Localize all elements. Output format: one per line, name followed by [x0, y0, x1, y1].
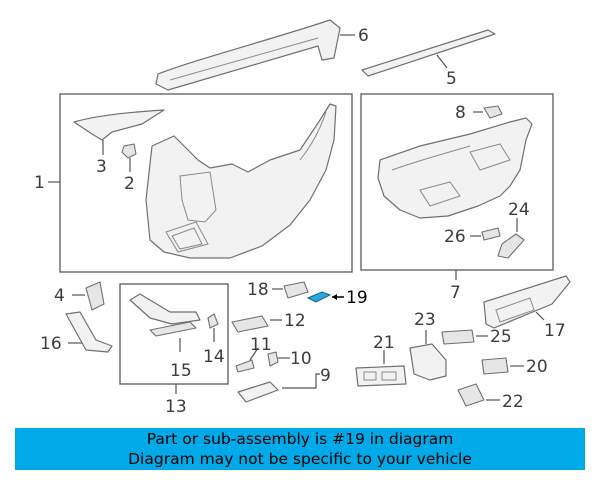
callout-20: 20: [526, 357, 548, 377]
info-banner: Part or sub-assembly is #19 in diagram D…: [15, 428, 585, 470]
callout-21: 21: [373, 333, 395, 353]
callout-11: 11: [250, 335, 272, 355]
group-box-1: [59, 93, 353, 273]
part-20-switch: 20: [481, 357, 548, 377]
box-13-bracket: 15 14: [129, 293, 225, 381]
callout-26: 26: [444, 227, 466, 247]
part-6-upper-garnish: 6: [155, 19, 369, 91]
callout-14: 14: [203, 347, 225, 367]
part-16-garnish: 16: [40, 311, 113, 354]
part-24-switch-bezel: 24: [497, 200, 530, 259]
callout-3: 3: [96, 157, 107, 177]
callout-8: 8: [455, 103, 466, 123]
callout-10: 10: [290, 349, 312, 369]
part-26-cover: 26: [444, 227, 501, 247]
part-21-switch: 21: [355, 333, 407, 387]
part-5-belt-molding: 5: [361, 29, 496, 89]
part-3-bracket: 3: [73, 109, 165, 177]
group-box-7: [360, 93, 554, 271]
callout-2: 2: [124, 174, 135, 194]
callout-18: 18: [247, 280, 269, 300]
part-2-clip: 2: [121, 143, 137, 194]
callout-6: 6: [358, 26, 369, 46]
callout-9: 9: [320, 366, 331, 386]
callout-17: 17: [544, 321, 566, 341]
callout-7: 7: [450, 283, 461, 303]
callout-15: 15: [170, 361, 192, 381]
callout-12: 12: [284, 311, 306, 331]
callout-24: 24: [508, 200, 530, 220]
callout-1: 1: [34, 173, 45, 193]
callout-22: 22: [502, 392, 524, 412]
banner-line-1: Part or sub-assembly is #19 in diagram: [146, 430, 454, 448]
rear-door-trim-panel: [377, 117, 533, 219]
callout-5: 5: [446, 69, 457, 89]
part-22-switch: 22: [457, 383, 524, 412]
callout-19: 19: [346, 288, 368, 308]
callout-4: 4: [54, 286, 65, 306]
part-19-highlighted: 19: [306, 288, 368, 308]
callout-23: 23: [414, 310, 436, 330]
banner-line-2: Diagram may not be specific to your vehi…: [128, 450, 472, 468]
group-box-13: [119, 283, 229, 385]
front-door-trim-panel: [145, 103, 337, 259]
part-8-clip: 8: [455, 103, 503, 123]
parts-diagram: 6 5 1 3 2 7 8: [34, 19, 571, 417]
part-11-10-9-group: 11 10 9: [235, 335, 331, 403]
callout-25: 25: [490, 327, 512, 347]
part-23-switch: 23: [409, 310, 447, 381]
part-12-handle: 12: [231, 311, 306, 333]
part-25-switch: 25: [441, 327, 512, 347]
callout-13: 13: [165, 397, 187, 417]
part-18-cover: 18: [247, 280, 309, 300]
callout-16: 16: [40, 334, 62, 354]
part-17-armrest: 17: [483, 275, 571, 341]
part-4-bracket: 4: [54, 281, 105, 311]
